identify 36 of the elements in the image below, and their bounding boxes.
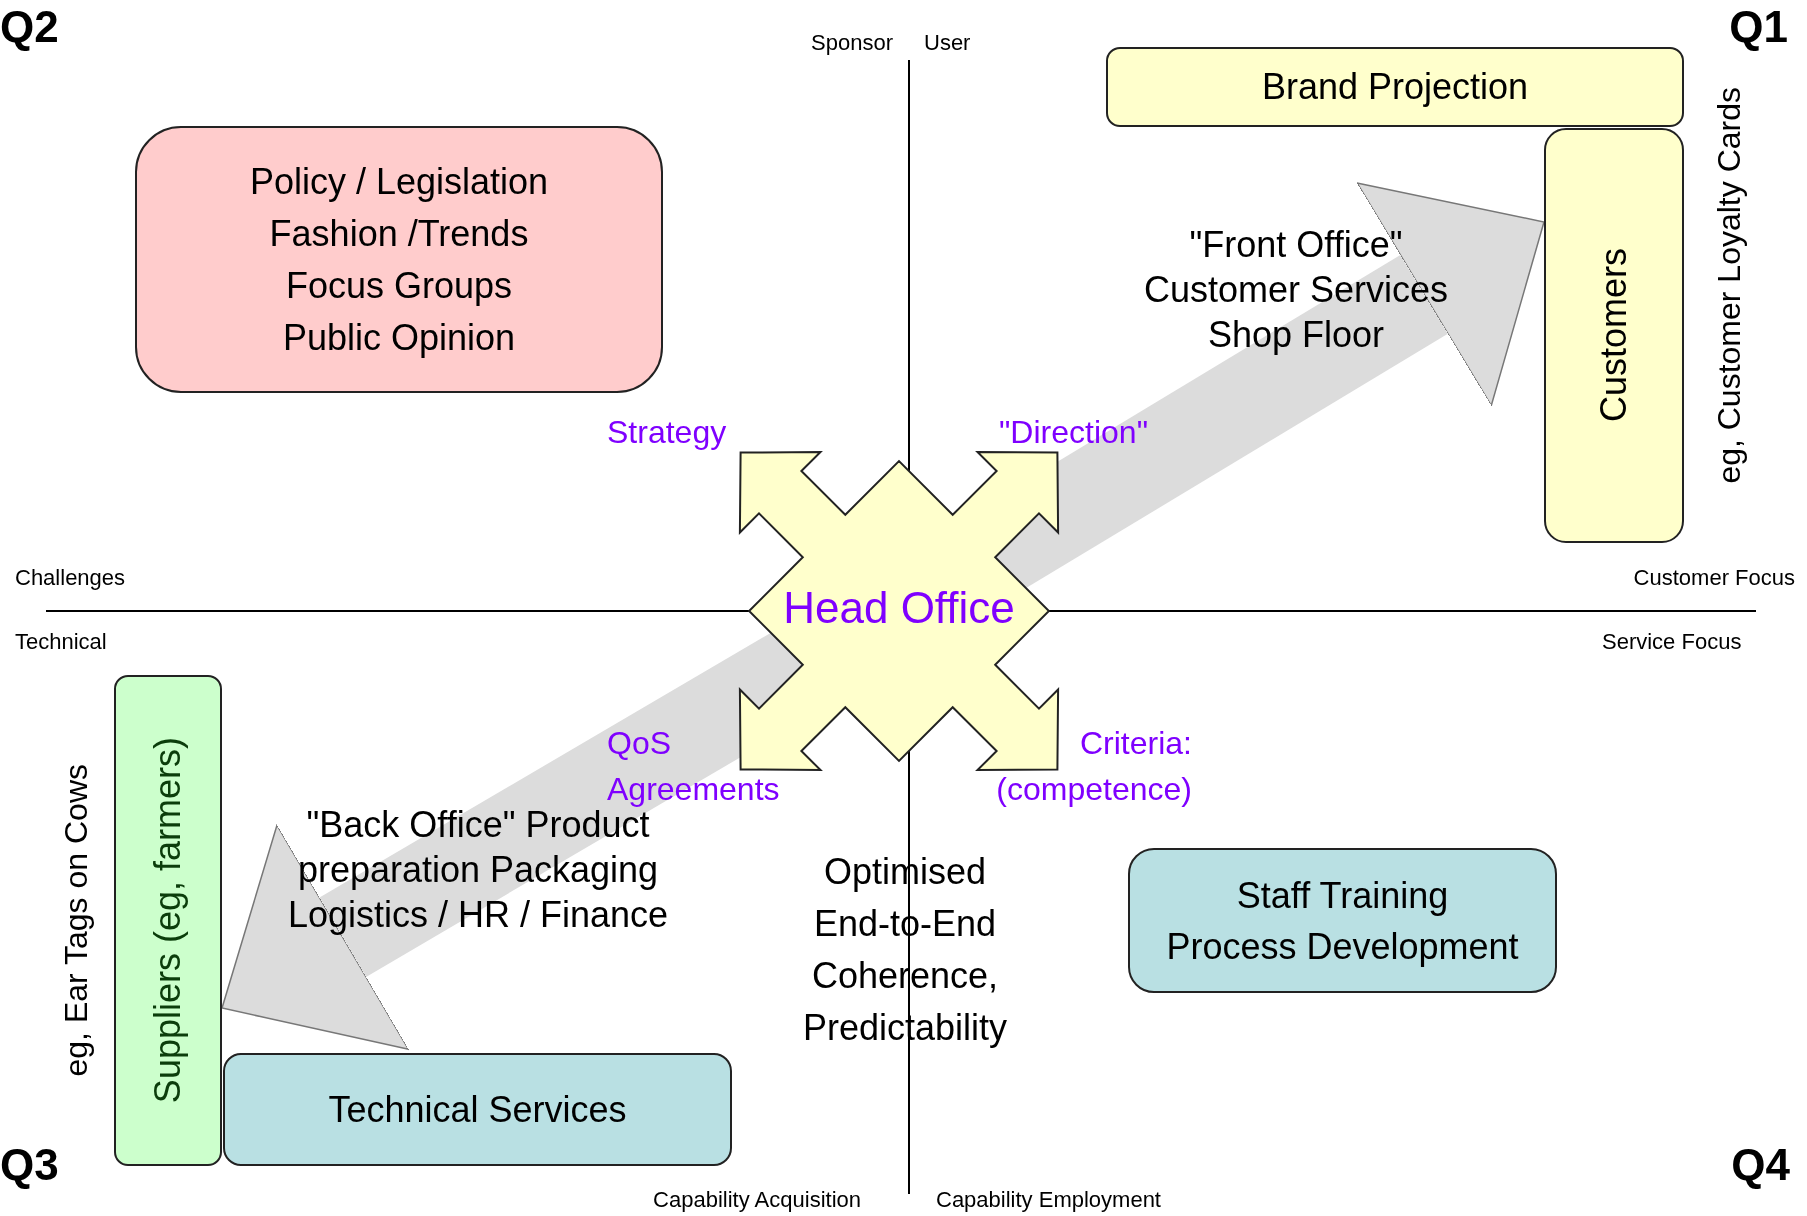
rounded-box <box>135 126 663 393</box>
axis-label: User <box>924 29 971 57</box>
node-label: Policy / Legislation <box>249 159 549 204</box>
node-label: Focus Groups <box>285 263 513 308</box>
rounded-box <box>223 1053 732 1166</box>
node-label: Process Development <box>1166 924 1519 969</box>
node-label: Head Office <box>783 583 1015 633</box>
callout-label: QoS Agreements <box>607 724 781 809</box>
side-note: eg, Ear Tags on Cows <box>57 763 95 1077</box>
node-label: Public Opinion <box>282 315 516 360</box>
callout-label: Criteria: (competence) <box>995 724 1192 809</box>
rounded-box <box>1544 128 1684 543</box>
callout-label: "Direction" <box>999 413 1149 452</box>
axis-label: Technical <box>15 628 107 656</box>
node-label: Technical Services <box>328 1087 627 1132</box>
callout-label: Strategy <box>607 413 728 452</box>
quadrant-label: Q4 <box>1731 1140 1790 1190</box>
rounded-box <box>114 675 222 1166</box>
quadrant-label: Q1 <box>1729 2 1788 52</box>
axis-label: Challenges <box>15 564 126 592</box>
rounded-box <box>1106 47 1684 127</box>
node-label: Suppliers (eg, farmers) <box>147 737 189 1104</box>
edge-label: "Front Office" Customer Services Shop Floor <box>1142 223 1450 357</box>
quadrant-label: Q3 <box>0 1140 59 1190</box>
axis-label: Capability Employment <box>936 1186 1161 1214</box>
node-label: Staff Training <box>1236 873 1449 918</box>
node-label: Brand Projection <box>1261 65 1529 109</box>
axis-label: Sponsor <box>811 29 893 57</box>
axis-label: Customer Focus <box>1633 564 1795 592</box>
node-label: Customers <box>1593 248 1635 423</box>
quadrant-label: Q2 <box>0 2 59 52</box>
side-note: eg, Customer Loyalty Cards <box>1710 86 1748 484</box>
axis-label: Capability Acquisition <box>653 1186 861 1214</box>
axis-label: Service Focus <box>1602 628 1742 656</box>
node-label: Fashion /Trends <box>269 211 529 256</box>
rounded-box <box>1128 848 1557 993</box>
